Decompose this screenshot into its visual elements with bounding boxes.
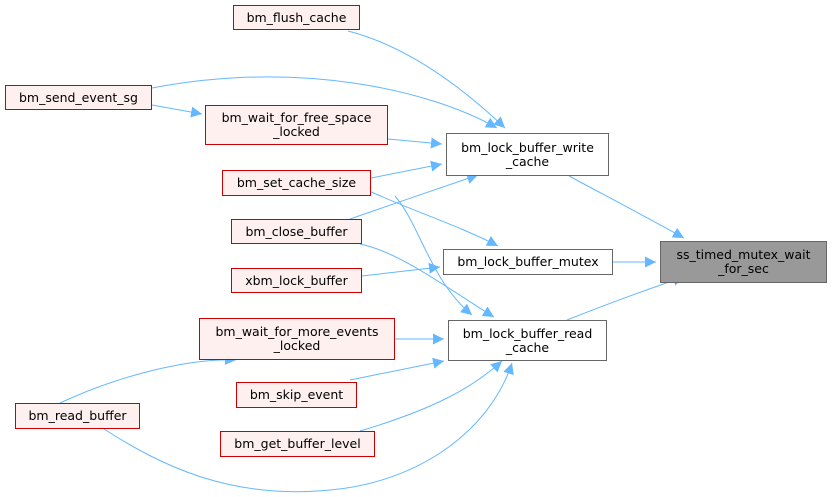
- edge-free-space-to-write-cache: [387, 137, 443, 149]
- node-ss-timed-mutex-wait-for-sec[interactable]: ss_timed_mutex_wait _for_sec: [660, 241, 827, 283]
- edge-close-buffer-to-write-cache: [349, 173, 479, 220]
- edge-skip-event-to-read-cache: [349, 357, 445, 381]
- node-bm-read-buffer[interactable]: bm_read_buffer: [15, 403, 140, 429]
- edge-close-buffer-to-read-cache: [359, 243, 495, 318]
- node-bm-lock-buffer-mutex[interactable]: bm_lock_buffer_mutex: [443, 249, 613, 275]
- node-bm-skip-event[interactable]: bm_skip_event: [236, 382, 357, 408]
- node-bm-flush-cache[interactable]: bm_flush_cache: [233, 5, 360, 30]
- node-bm-wait-for-more-events-locked[interactable]: bm_wait_for_more_events _locked: [199, 318, 395, 360]
- node-bm-get-buffer-level[interactable]: bm_get_buffer_level: [220, 431, 375, 457]
- edge-get-level-to-read-cache: [359, 360, 503, 432]
- edge-read-cache-to-timed-mutex: [566, 275, 685, 321]
- node-bm-lock-buffer-write-cache[interactable]: bm_lock_buffer_write _cache: [446, 133, 609, 176]
- node-bm-send-event-sg[interactable]: bm_send_event_sg: [5, 85, 152, 110]
- node-bm-wait-for-free-space-locked[interactable]: bm_wait_for_free_space _locked: [205, 105, 388, 145]
- node-bm-close-buffer[interactable]: bm_close_buffer: [231, 219, 362, 244]
- edge-send-event-sg-to-write-cache: [151, 76, 498, 129]
- node-bm-lock-buffer-read-cache[interactable]: bm_lock_buffer_read _cache: [448, 320, 607, 361]
- edge-send-event-sg-to-free-space: [151, 104, 203, 118]
- edge-write-cache-to-timed-mutex: [568, 175, 685, 239]
- edge-set-cache-size-to-mutex: [366, 189, 499, 247]
- edge-read-buffer-to-more-events: [59, 354, 237, 404]
- node-xbm-lock-buffer[interactable]: xbm_lock_buffer: [231, 268, 362, 293]
- edge-flush-cache-to-write-cache: [347, 30, 506, 129]
- edge-set-cache-size-to-read-cache: [394, 195, 473, 316]
- edge-set-cache-size-to-write-cache: [370, 160, 443, 179]
- edge-read-buffer-to-read-cache: [103, 362, 514, 493]
- edge-xbm-lock-to-mutex: [361, 262, 441, 277]
- node-bm-set-cache-size[interactable]: bm_set_cache_size: [222, 170, 371, 196]
